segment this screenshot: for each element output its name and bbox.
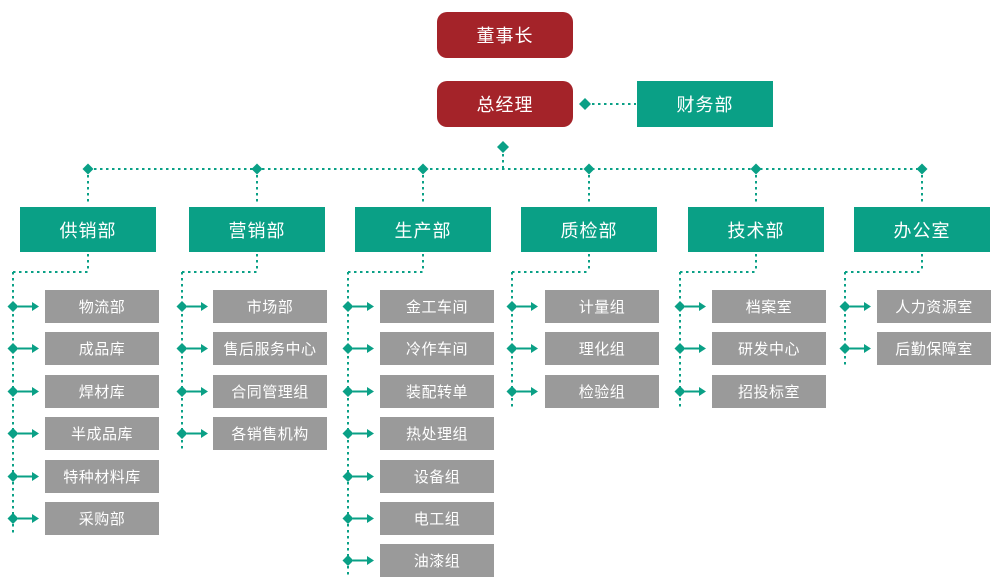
arrowhead-icon: [367, 344, 374, 353]
unit-node-2-1: 冷作车间: [380, 332, 494, 365]
dept-node-5: 办公室: [854, 207, 990, 252]
junction-dot-icon: [583, 163, 595, 175]
unit-node-1-1: 售后服务中心: [213, 332, 327, 365]
arrowhead-icon: [531, 344, 538, 353]
dept-node-2: 生产部: [355, 207, 491, 252]
junction-dot-icon: [342, 343, 354, 354]
unit-node-0-0: 物流部: [45, 290, 159, 323]
arrowhead-icon: [201, 302, 208, 311]
junction-dot-icon: [342, 428, 354, 439]
unit-node-4-2: 招投标室: [712, 375, 826, 408]
arrowhead-icon: [367, 302, 374, 311]
unit-node-1-3: 各销售机构: [213, 417, 327, 450]
junction-dot-icon: [674, 343, 686, 354]
arrowhead-icon: [531, 387, 538, 396]
junction-dot-icon: [176, 301, 188, 312]
unit-node-3-0: 计量组: [545, 290, 659, 323]
arrowhead-icon: [32, 472, 39, 481]
node-general-manager: 总经理: [437, 81, 573, 127]
arrowhead-icon: [201, 387, 208, 396]
junction-dot-icon: [506, 386, 518, 397]
arrowhead-icon: [32, 429, 39, 438]
junction-dot-icon: [176, 386, 188, 397]
arrowhead-icon: [32, 302, 39, 311]
arrowhead-icon: [201, 344, 208, 353]
arrowhead-icon: [32, 387, 39, 396]
unit-node-3-2: 检验组: [545, 375, 659, 408]
junction-dot-icon: [342, 471, 354, 482]
junction-dot-icon: [251, 163, 263, 175]
dept-node-4: 技术部: [688, 207, 824, 252]
junction-dot-icon: [7, 301, 19, 312]
junction-dot-icon: [7, 513, 19, 524]
junction-dot-icon: [417, 163, 429, 175]
junction-dot-icon: [176, 343, 188, 354]
arrowhead-icon: [699, 344, 706, 353]
arrowhead-icon: [531, 302, 538, 311]
junction-dot-icon: [674, 301, 686, 312]
junction-dot-icon: [342, 301, 354, 312]
arrowhead-icon: [32, 514, 39, 523]
unit-node-1-0: 市场部: [213, 290, 327, 323]
unit-node-0-1: 成品库: [45, 332, 159, 365]
junction-dot-icon: [674, 386, 686, 397]
arrowhead-icon: [367, 514, 374, 523]
arrowhead-icon: [201, 429, 208, 438]
junction-dot-icon: [7, 471, 19, 482]
arrowhead-icon: [864, 302, 871, 311]
unit-node-5-0: 人力资源室: [877, 290, 991, 323]
arrowhead-icon: [367, 387, 374, 396]
dept-node-3: 质检部: [521, 207, 657, 252]
junction-dot-icon: [839, 343, 851, 354]
junction-dot-icon: [579, 98, 591, 110]
junction-dot-icon: [7, 343, 19, 354]
arrowhead-icon: [367, 556, 374, 565]
unit-node-2-4: 设备组: [380, 460, 494, 493]
junction-dot-icon: [497, 141, 509, 153]
unit-node-5-1: 后勤保障室: [877, 332, 991, 365]
unit-node-2-6: 油漆组: [380, 544, 494, 577]
unit-node-0-2: 焊材库: [45, 375, 159, 408]
unit-node-4-1: 研发中心: [712, 332, 826, 365]
junction-dot-icon: [342, 386, 354, 397]
junction-dot-icon: [7, 386, 19, 397]
arrowhead-icon: [699, 302, 706, 311]
junction-dot-icon: [750, 163, 762, 175]
junction-dot-icon: [506, 301, 518, 312]
junction-dot-icon: [342, 513, 354, 524]
unit-node-1-2: 合同管理组: [213, 375, 327, 408]
junction-dot-icon: [916, 163, 928, 175]
arrowhead-icon: [367, 472, 374, 481]
junction-dot-icon: [82, 163, 94, 175]
junction-dot-icon: [506, 343, 518, 354]
unit-node-2-2: 装配转单: [380, 375, 494, 408]
unit-node-2-3: 热处理组: [380, 417, 494, 450]
arrowhead-icon: [699, 387, 706, 396]
unit-node-0-3: 半成品库: [45, 417, 159, 450]
junction-dot-icon: [342, 555, 354, 566]
arrowhead-icon: [32, 344, 39, 353]
junction-dot-icon: [7, 428, 19, 439]
unit-node-0-4: 特种材料库: [45, 460, 159, 493]
unit-node-4-0: 档案室: [712, 290, 826, 323]
unit-node-3-1: 理化组: [545, 332, 659, 365]
arrowhead-icon: [864, 344, 871, 353]
junction-dot-icon: [839, 301, 851, 312]
unit-node-2-5: 电工组: [380, 502, 494, 535]
node-chairman: 董事长: [437, 12, 573, 58]
unit-node-0-5: 采购部: [45, 502, 159, 535]
unit-node-2-0: 金工车间: [380, 290, 494, 323]
dept-node-0: 供销部: [20, 207, 156, 252]
junction-dot-icon: [176, 428, 188, 439]
node-finance-dept: 财务部: [637, 81, 773, 127]
dept-node-1: 营销部: [189, 207, 325, 252]
arrowhead-icon: [367, 429, 374, 438]
